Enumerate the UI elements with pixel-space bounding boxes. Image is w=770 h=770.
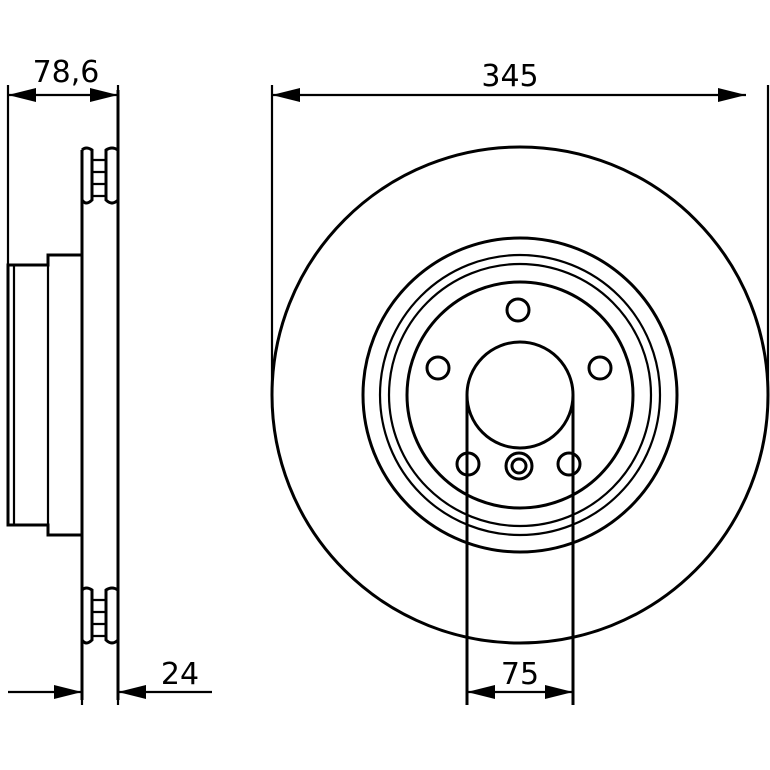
dimension-center-bore-label: 75 [501,657,539,692]
disc-friction-ring-profile [80,90,120,700]
disc-hat-outer [378,253,662,537]
disc-mounting-face [405,280,635,510]
vent-slot-top [80,146,120,205]
vent-slot-bottom [80,586,120,645]
disc-friction-inner-edge [361,236,679,554]
center-bore [465,340,575,450]
side-view: 78,6 24 [6,55,212,705]
bolt-hole-left [425,355,451,381]
bolt-hole-bottom-right [556,451,582,477]
disc-outer-edge [270,145,770,645]
dimension-overall-height-label: 78,6 [33,55,100,90]
dimension-outer-diameter: 345 [272,59,746,102]
dimension-outer-diameter-label: 345 [481,59,538,94]
locating-screw-hole-outer [504,451,534,481]
front-view: 345 75 [270,59,770,705]
dimension-center-bore: 75 [467,657,573,699]
dimension-thickness-label: 24 [161,657,199,692]
bolt-hole-top [505,297,531,323]
dimension-thickness: 24 [8,657,212,699]
dimension-overall-height: 78,6 [8,55,118,102]
disc-hat-inner-line [12,265,50,525]
bolt-hole-right [587,355,613,381]
disc-hat-profile [6,253,82,537]
disc-hat-step [387,262,653,528]
locating-screw-hole-inner [510,457,528,475]
